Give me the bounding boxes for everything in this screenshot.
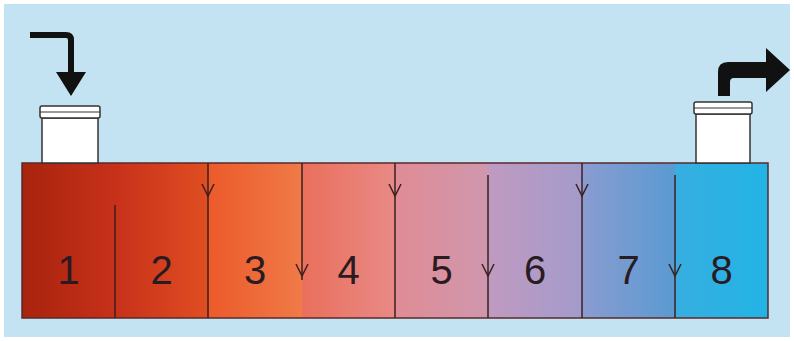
background [4, 4, 790, 337]
chamber-number: 8 [710, 250, 732, 290]
chamber-number: 6 [524, 250, 546, 290]
chamber-number: 4 [337, 250, 359, 290]
inlet-pipe [30, 32, 100, 163]
chamber-number: 1 [57, 250, 79, 290]
chamber: 4 [302, 163, 395, 318]
chamber: 8 [675, 163, 768, 318]
tank-outline [22, 163, 768, 318]
chamber-number: 3 [244, 250, 266, 290]
outlet-pipe [694, 48, 790, 163]
partitions [115, 163, 681, 318]
chamber-number: 2 [150, 250, 172, 290]
chamber: 2 [115, 163, 208, 318]
chamber-fills [22, 163, 768, 318]
chamber: 3 [208, 163, 302, 318]
chamber: 1 [22, 163, 115, 318]
chamber-number: 7 [617, 250, 639, 290]
chamber: 6 [488, 163, 582, 318]
chamber-number: 5 [430, 250, 452, 290]
chamber: 7 [582, 163, 675, 318]
chamber: 5 [395, 163, 488, 318]
